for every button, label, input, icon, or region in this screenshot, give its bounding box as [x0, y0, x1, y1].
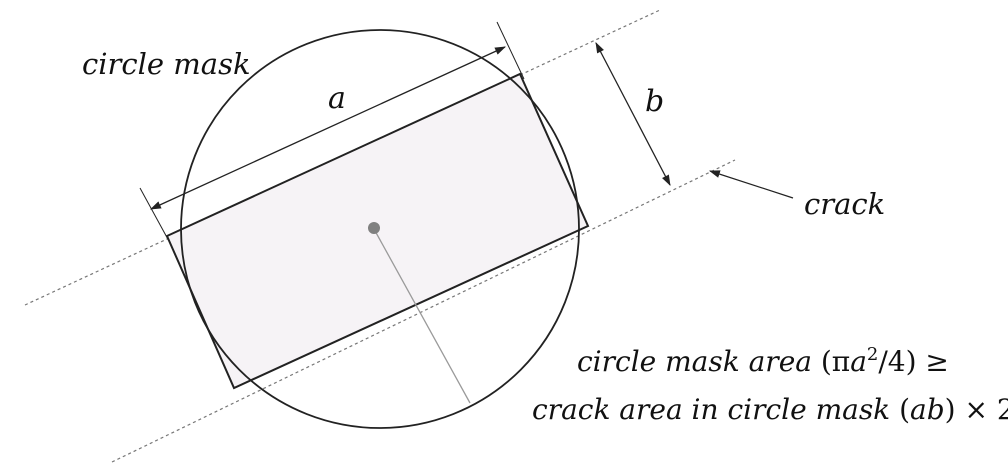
- extension-line-a-left: [139, 187, 171, 244]
- equation-vars-ab: ab: [910, 393, 945, 426]
- dimension-arrow-b: [595, 42, 671, 186]
- crack-label: crack: [804, 187, 885, 221]
- radius-line: [373, 228, 471, 404]
- equation-line-1-text: circle mask area: [577, 345, 821, 378]
- dimension-label-b: b: [645, 84, 664, 119]
- equation-line-1-paren: (: [821, 345, 832, 378]
- center-point: [368, 222, 380, 234]
- equation-line-2-paren-open: (: [899, 393, 910, 426]
- equation-line-1: circle mask area (πa2/4) ≥: [577, 344, 949, 378]
- crack-boundary-lower: [111, 159, 736, 463]
- equation-line-2-tail: × 2: [956, 393, 1008, 426]
- dimension-label-a: a: [328, 81, 346, 116]
- extension-line-a-right: [496, 21, 525, 80]
- equation-line-2-text: crack area in circle mask: [532, 393, 899, 426]
- equation-line-1-tail: ) ≥: [906, 345, 949, 378]
- equation-pi: π: [832, 345, 850, 378]
- circle-mask: [180, 29, 580, 429]
- equation-exponent: 2: [867, 344, 878, 365]
- circle-mask-label: circle mask: [82, 47, 251, 81]
- equation-divisor: /4: [878, 345, 905, 378]
- crack-pointer-arrow: [708, 170, 794, 199]
- equation-line-2-paren-close: ): [945, 393, 956, 426]
- equation-line-2: crack area in circle mask (ab) × 2: [532, 393, 1008, 426]
- equation-var-a: a: [850, 345, 867, 378]
- dimension-arrow-a: [149, 46, 507, 210]
